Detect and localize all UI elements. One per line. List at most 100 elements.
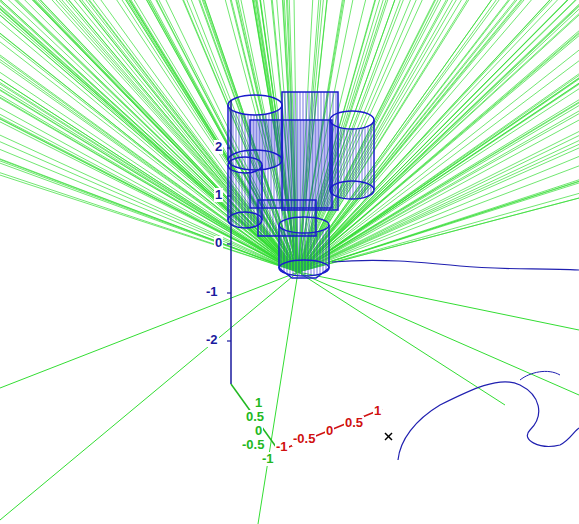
ray-line (298, 193, 579, 272)
robot-part (227, 165, 229, 220)
mesh-line (324, 92, 325, 210)
mesh-line (298, 120, 299, 208)
mesh-line (268, 120, 269, 208)
mesh-line (309, 200, 310, 236)
ray-line (298, 198, 579, 272)
mesh-line (285, 92, 286, 210)
robot-part (250, 120, 332, 208)
mesh-line (344, 128, 345, 198)
mesh-line (323, 230, 324, 273)
ray-line (298, 114, 579, 272)
tick-label: 1 (214, 188, 223, 202)
robot-part (373, 120, 375, 190)
mesh-line (290, 232, 291, 275)
blue-curve (520, 371, 560, 380)
mesh-line (292, 120, 293, 208)
ray-line (0, 87, 298, 272)
origin-marker (385, 433, 392, 440)
mesh-line (236, 172, 237, 227)
ray-line (298, 156, 579, 272)
ray-line (0, 0, 298, 272)
mesh-line (312, 92, 313, 210)
robot-part (328, 225, 330, 268)
mesh-line (347, 129, 348, 199)
ray-line (258, 272, 298, 524)
ray-line (298, 0, 579, 272)
ray-line (0, 15, 298, 272)
ray-line (298, 272, 505, 405)
robot-part (228, 95, 282, 115)
ray-line (298, 79, 579, 272)
ray-line (0, 272, 298, 520)
ray-line (298, 100, 579, 272)
mesh-line (308, 233, 309, 276)
mesh-line (274, 120, 275, 208)
mesh-line (356, 129, 357, 199)
mesh-line (282, 200, 283, 236)
mesh-line (291, 92, 292, 210)
ray-line (0, 272, 298, 388)
mesh-line (254, 115, 255, 170)
ray-line (70, 0, 298, 272)
mesh-line (257, 115, 258, 170)
mesh-line (287, 231, 288, 274)
ray-line (298, 111, 579, 272)
tick-label: -0.5 (241, 438, 265, 452)
tick-label: -0.5 (292, 432, 316, 446)
ray-line (298, 50, 579, 272)
mesh-line (306, 200, 307, 236)
mesh-line (303, 200, 304, 236)
x-axis (279, 409, 382, 451)
robot-part (282, 92, 338, 210)
mesh-line (350, 129, 351, 199)
blue-curve (398, 382, 579, 460)
mesh-line (341, 128, 342, 198)
mesh-line (277, 120, 278, 208)
y-axis (231, 384, 279, 451)
ray-line (298, 33, 579, 272)
ray-line (0, 0, 298, 272)
mesh-line (303, 92, 304, 210)
ray-line (298, 120, 579, 272)
mesh-line (262, 120, 263, 208)
ray-line (0, 98, 298, 272)
ray-line (0, 95, 298, 272)
mesh-line (321, 92, 322, 210)
ray-line (0, 119, 298, 272)
mesh-line (280, 120, 281, 208)
mesh-line (295, 120, 296, 208)
mesh-line (353, 129, 354, 199)
mesh-line (271, 120, 272, 208)
tick-label: -1 (275, 440, 289, 454)
ray-line (298, 89, 579, 272)
ray-line (65, 0, 298, 272)
ray-line (0, 6, 298, 272)
mesh-line (261, 200, 262, 236)
ray-line (298, 61, 579, 272)
robot-part (330, 181, 374, 199)
ray-line (0, 0, 298, 272)
blue-curve (332, 260, 579, 270)
ray-line (0, 0, 298, 272)
mesh-line (319, 120, 320, 208)
ray-line (0, 114, 298, 272)
ray-line (0, 15, 298, 272)
ray-line (0, 97, 298, 272)
mesh-line (254, 172, 255, 227)
mesh-line (256, 120, 257, 208)
mesh-line (302, 233, 303, 276)
mesh-line (276, 200, 277, 236)
ray-line (298, 0, 579, 272)
mesh-line (336, 92, 337, 210)
mesh-line (311, 233, 312, 276)
mesh-line (239, 172, 240, 227)
mesh-line (283, 120, 284, 208)
mesh-line (365, 127, 366, 197)
ray-line (298, 15, 579, 272)
ray-line (0, 60, 298, 272)
tick-label: -1 (261, 452, 275, 466)
ray-line (0, 5, 298, 272)
ray-line (0, 84, 298, 272)
ray-line (0, 42, 298, 272)
